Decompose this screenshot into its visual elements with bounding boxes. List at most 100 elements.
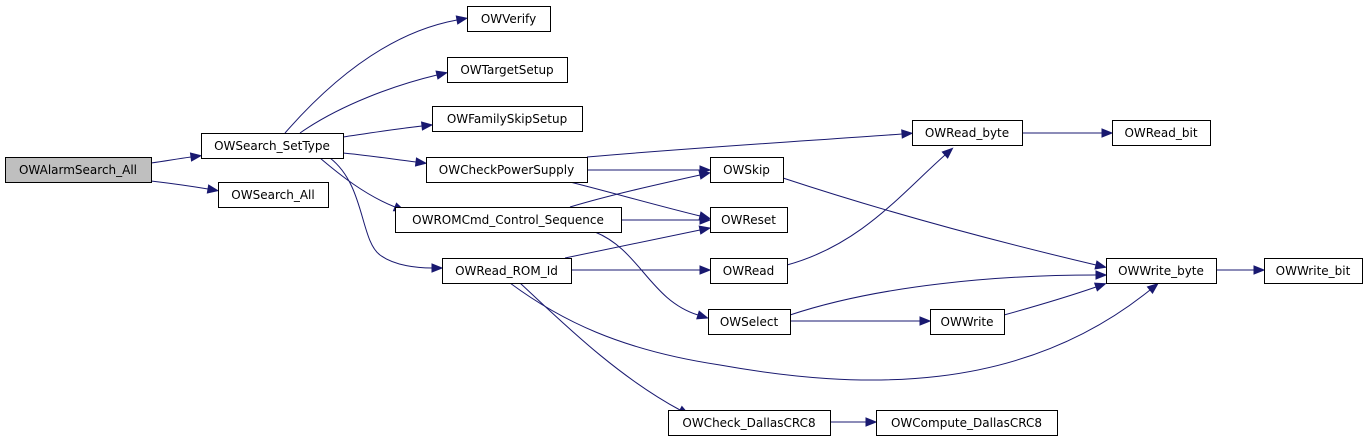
node-box[interactable] — [5, 157, 152, 183]
node-label: OWSearch_SetType — [214, 139, 330, 153]
node-box[interactable] — [1106, 258, 1217, 284]
node-box[interactable] — [467, 6, 551, 32]
node-owread-bit[interactable]: OWRead_bit — [1112, 120, 1211, 146]
edge-line — [319, 157, 396, 208]
node-label: OWWrite_byte — [1118, 264, 1204, 278]
edge-arrowhead — [941, 147, 954, 159]
edge-line — [519, 282, 681, 411]
edge-n12-to-n16 — [789, 270, 1108, 316]
node-box[interactable] — [912, 120, 1023, 146]
edge-n7-to-n9 — [569, 170, 712, 208]
node-label: OWRead_ROM_Id — [455, 264, 558, 278]
edge-n1-to-n3 — [284, 15, 469, 134]
node-owwrite-byte[interactable]: OWWrite_byte — [1106, 258, 1217, 284]
edge-arrowhead — [699, 215, 712, 225]
edge-line — [586, 133, 903, 158]
edge-arrowhead — [1094, 260, 1108, 270]
edge-line — [594, 231, 699, 316]
edge-arrowhead — [699, 265, 712, 275]
node-label: OWTargetSetup — [460, 63, 553, 77]
node-owsearch-all[interactable]: OWSearch_All — [218, 182, 329, 208]
edge-arrowhead — [206, 184, 220, 194]
node-owread[interactable]: OWRead — [710, 258, 788, 284]
node-owcheckpowersupply[interactable]: OWCheckPowerSupply — [426, 157, 588, 183]
edge-n0-to-n1 — [150, 152, 203, 164]
node-box[interactable] — [442, 258, 572, 284]
edge-line — [786, 154, 946, 266]
node-owreset[interactable]: OWReset — [710, 207, 788, 233]
edge-n18-to-n16 — [1003, 282, 1107, 316]
node-box[interactable] — [1112, 120, 1211, 146]
edge-arrowhead — [455, 15, 469, 25]
edge-line — [342, 125, 423, 138]
edge-arrowhead — [698, 170, 712, 180]
edge-n8-to-n11 — [571, 265, 712, 275]
node-owverify[interactable]: OWVerify — [467, 6, 551, 32]
edge-arrowhead — [1253, 265, 1266, 275]
edge-n11-to-n14 — [786, 147, 954, 266]
node-label: OWCheckPowerSupply — [439, 163, 574, 177]
node-label: OWROMCmd_Control_Sequence — [412, 213, 604, 227]
node-box[interactable] — [710, 157, 784, 183]
edge-n1-to-n6 — [342, 152, 428, 167]
node-owcheck-dallascrc8[interactable]: OWCheck_DallasCRC8 — [668, 410, 831, 436]
edge-arrowhead — [431, 263, 444, 273]
edge-n6-to-n9 — [587, 165, 712, 175]
node-box[interactable] — [218, 182, 329, 208]
node-box[interactable] — [426, 157, 588, 183]
node-box[interactable] — [876, 410, 1058, 436]
node-label: OWRead_byte — [925, 126, 1009, 140]
node-owwrite[interactable]: OWWrite — [930, 309, 1005, 335]
node-label: OWSkip — [723, 163, 770, 177]
node-owwrite-bit[interactable]: OWWrite_bit — [1264, 258, 1363, 284]
edge-line — [569, 174, 701, 208]
node-owalarmsearch-all[interactable]: OWAlarmSearch_All — [5, 157, 152, 183]
edge-n0-to-n2 — [150, 180, 220, 194]
edge-n7-to-n12 — [594, 231, 709, 320]
edge-line — [150, 156, 192, 164]
node-label: OWCheck_DallasCRC8 — [682, 416, 815, 430]
edge-arrowhead — [901, 129, 914, 139]
edge-n1-to-n7 — [319, 157, 406, 212]
node-box[interactable] — [447, 57, 568, 83]
node-owread-rom-id[interactable]: OWRead_ROM_Id — [442, 258, 572, 284]
node-box[interactable] — [1264, 258, 1363, 284]
node-label: OWReset — [721, 213, 776, 227]
node-box[interactable] — [708, 309, 791, 335]
edge-n9-to-n16 — [782, 177, 1108, 270]
node-owfamilyskipsetup[interactable]: OWFamilySkipSetup — [432, 106, 583, 132]
edge-line — [284, 19, 458, 134]
node-box[interactable] — [930, 309, 1005, 335]
edge-n8-to-n10 — [564, 225, 712, 259]
node-box[interactable] — [395, 207, 622, 233]
node-box[interactable] — [201, 133, 344, 159]
edge-n1-to-n5 — [342, 121, 434, 138]
node-label: OWRead — [723, 264, 774, 278]
node-owtargetsetup[interactable]: OWTargetSetup — [447, 57, 568, 83]
edge-n8-to-n13 — [519, 282, 690, 416]
edge-arrowhead — [865, 417, 878, 427]
node-owskip[interactable]: OWSkip — [710, 157, 784, 183]
node-owsearch-settype[interactable]: OWSearch_SetType — [201, 133, 344, 159]
node-box[interactable] — [710, 258, 788, 284]
node-owromcmd-control-sequence[interactable]: OWROMCmd_Control_Sequence — [395, 207, 622, 233]
node-label: OWWrite — [941, 315, 994, 329]
edge-arrowhead — [919, 316, 932, 326]
edge-line — [509, 282, 1151, 381]
edge-arrowhead — [1093, 282, 1107, 292]
node-owread-byte[interactable]: OWRead_byte — [912, 120, 1023, 146]
edge-line — [789, 274, 1097, 316]
node-owcompute-dallascrc8[interactable]: OWCompute_DallasCRC8 — [876, 410, 1058, 436]
node-owselect[interactable]: OWSelect — [708, 309, 791, 335]
node-box[interactable] — [432, 106, 583, 132]
edge-arrowhead — [435, 70, 449, 80]
node-box[interactable] — [710, 207, 788, 233]
edge-line — [342, 152, 417, 163]
edge-n16-to-n17 — [1216, 265, 1266, 275]
edge-line — [299, 74, 438, 134]
node-box[interactable] — [668, 410, 831, 436]
edge-arrowhead — [189, 152, 203, 162]
edge-arrowhead — [696, 310, 709, 320]
edge-arrowhead — [1095, 270, 1108, 280]
